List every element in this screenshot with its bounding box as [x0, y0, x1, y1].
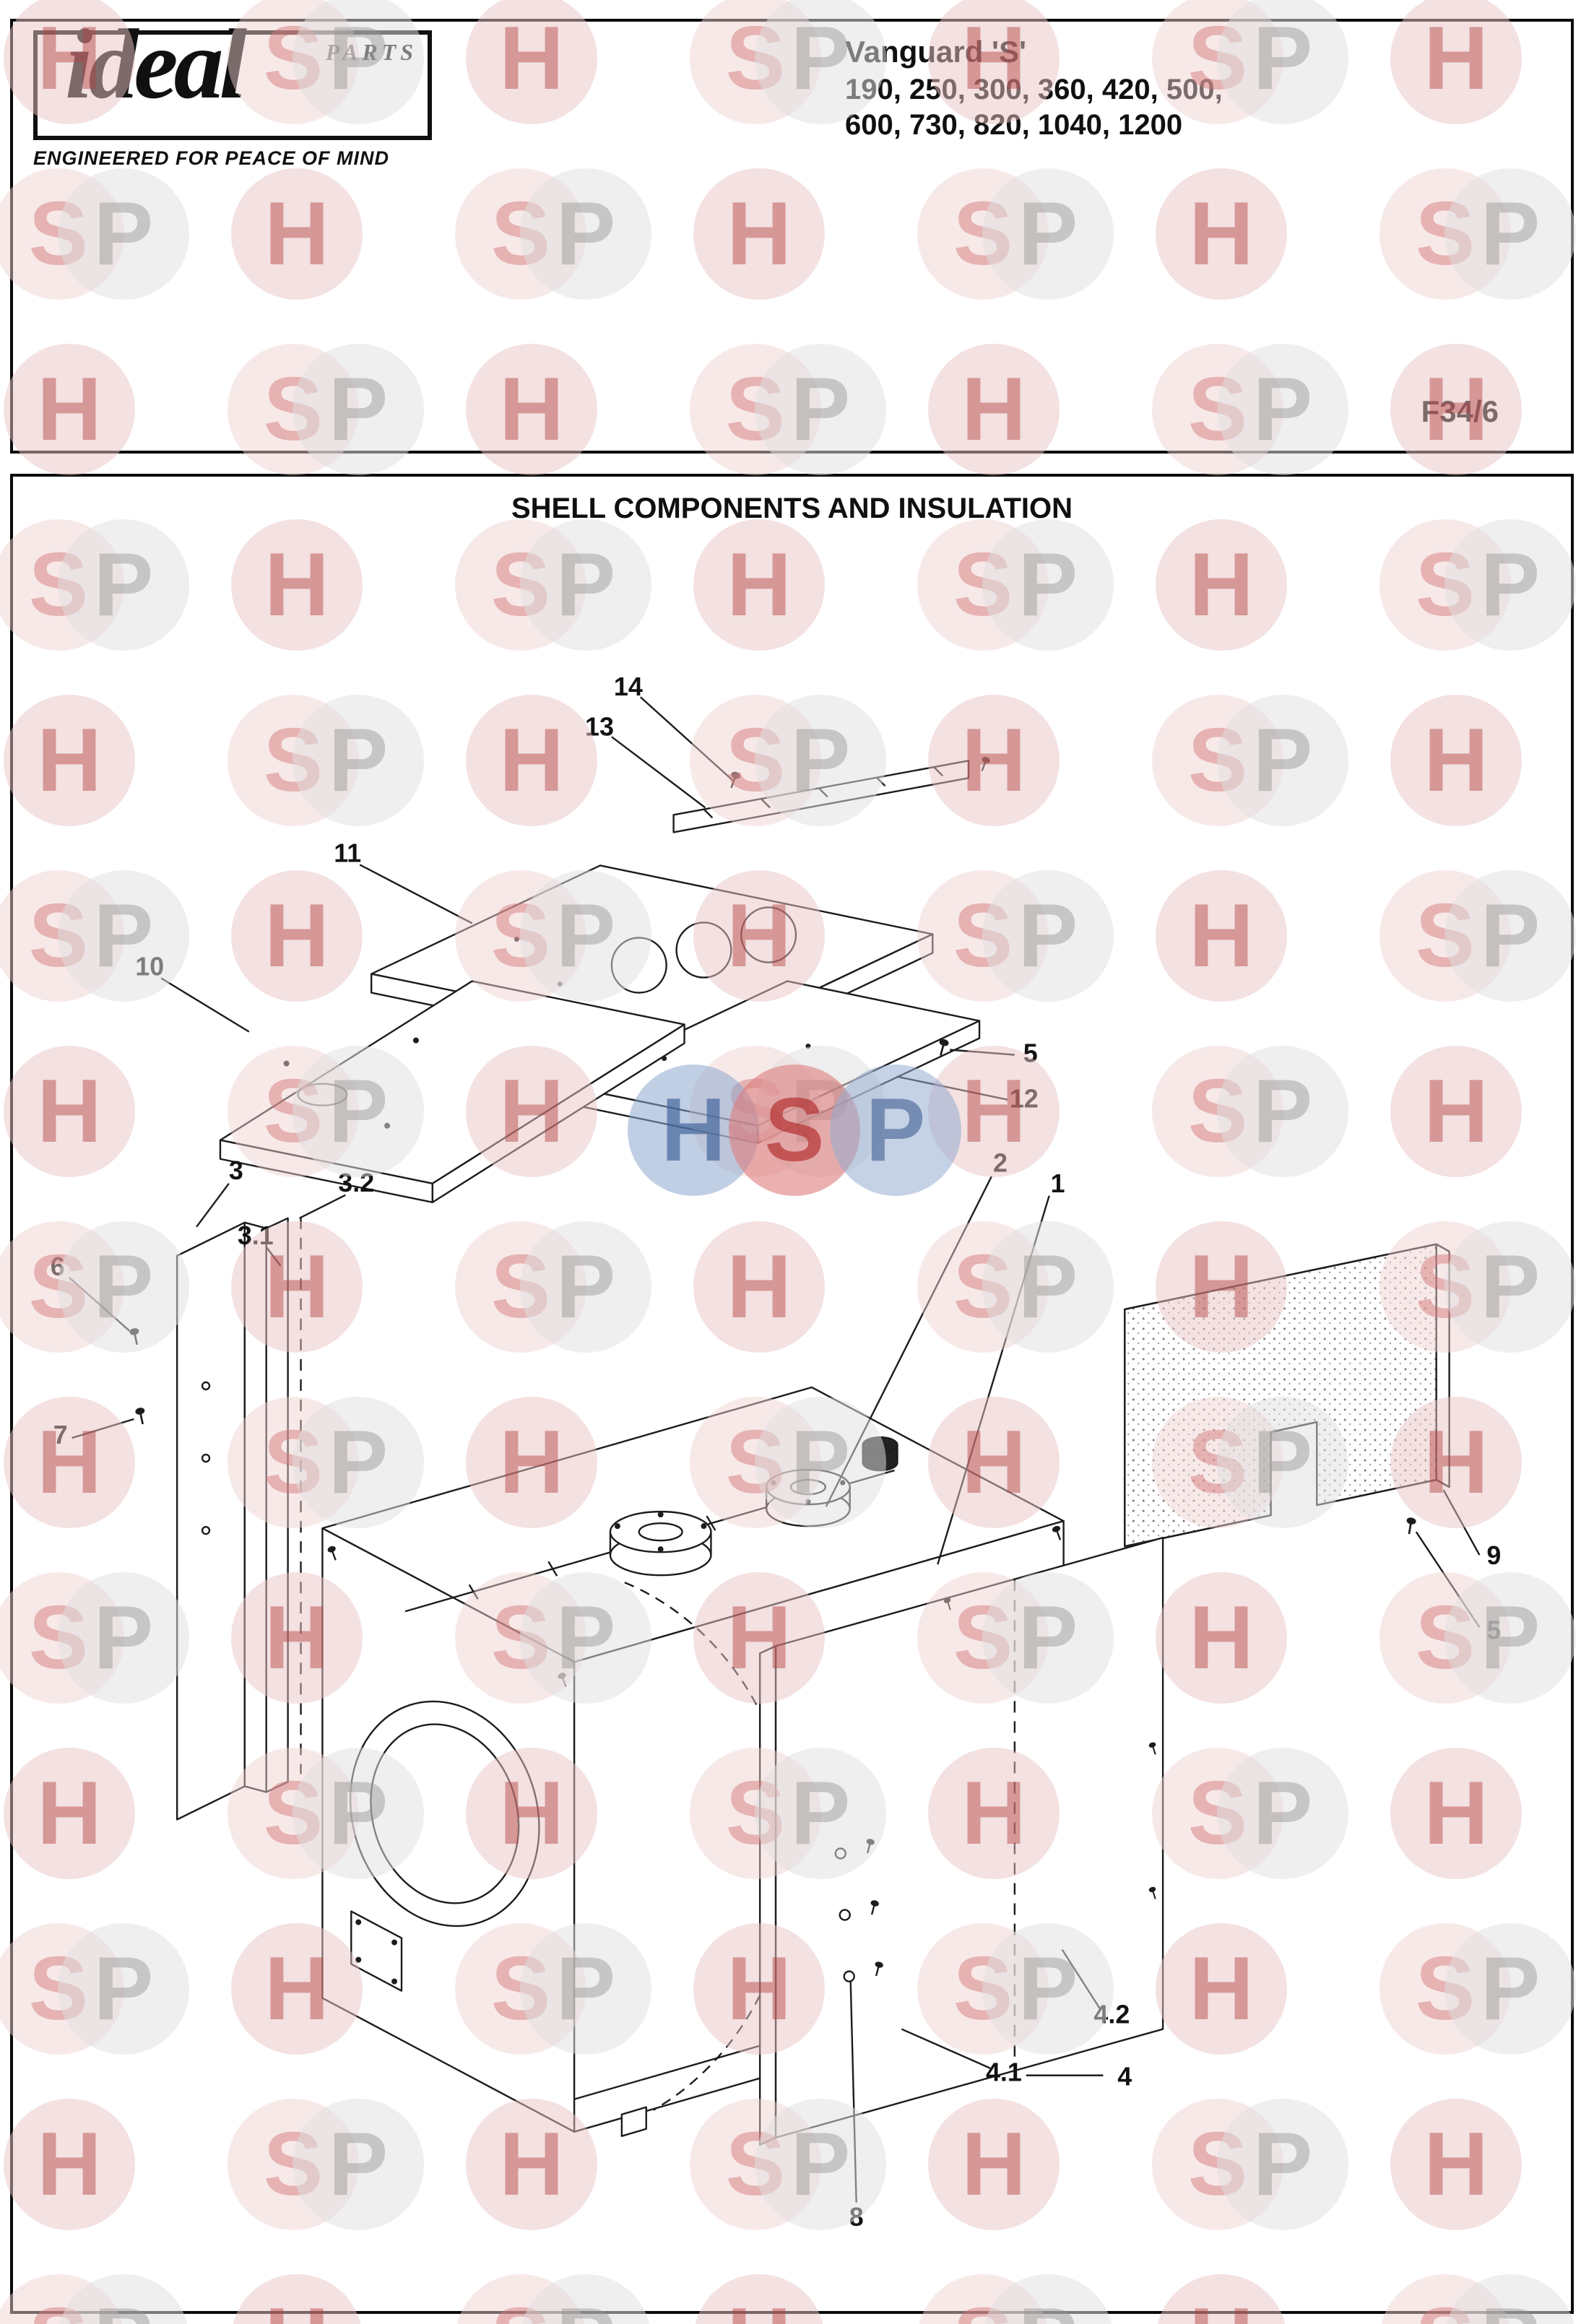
- model-name: Vanguard 'S': [845, 35, 1027, 69]
- header: ideal PARTS ENGINEERED FOR PEACE OF MIND…: [10, 14, 1574, 454]
- logo-parts-label: PARTS: [325, 39, 417, 65]
- part-3-side-panel: [129, 1217, 302, 1821]
- callout-7: 7: [53, 1420, 68, 1449]
- logo-tagline: ENGINEERED FOR PEACE OF MIND: [33, 147, 390, 169]
- stub-connection: [862, 1436, 898, 1472]
- callout-3-2: 3.2: [338, 1168, 374, 1197]
- diagram-title: SHELL COMPONENTS AND INSULATION: [511, 493, 1073, 524]
- callout-3: 3: [229, 1156, 243, 1185]
- callout-5-bottom: 5: [1486, 1615, 1501, 1644]
- callout-6: 6: [51, 1252, 65, 1281]
- ideal-logo: ideal PARTS ENGINEERED FOR PEACE OF MIND: [33, 14, 438, 170]
- part-7-screw: [134, 1406, 148, 1426]
- part-6-screw: [129, 1327, 142, 1347]
- callout-4-2: 4.2: [1093, 2000, 1130, 2029]
- callout-9: 9: [1486, 1540, 1501, 1570]
- sheet-reference: F34/6: [1421, 394, 1499, 428]
- callout-2: 2: [993, 1148, 1008, 1178]
- exploded-diagram: 1 2 3 3.1 3.2 4 4.1 4.2 5 5 6 7 8 9 10 1…: [51, 672, 1502, 2232]
- callout-11: 11: [334, 838, 361, 867]
- model-range-line-2: 600, 730, 820, 1040, 1200: [845, 108, 1183, 141]
- part-9-insulation-panel: [1124, 1243, 1450, 1548]
- callout-3-1: 3.1: [238, 1220, 274, 1250]
- callout-13: 13: [585, 711, 614, 741]
- callout-12: 12: [1010, 1084, 1039, 1114]
- callout-4: 4: [1117, 2062, 1132, 2091]
- callout-4-1: 4.1: [986, 2058, 1022, 2087]
- callout-10: 10: [135, 951, 164, 981]
- logo-box: ideal PARTS: [33, 14, 432, 140]
- callout-8: 8: [849, 2202, 864, 2232]
- flange-large: [609, 1510, 712, 1577]
- model-range-line-1: 190, 250, 300, 360, 420, 500,: [845, 74, 1223, 105]
- callout-14: 14: [614, 672, 643, 701]
- callout-5-top: 5: [1023, 1039, 1038, 1068]
- part-14-screw: [726, 770, 742, 791]
- callout-1: 1: [1051, 1168, 1065, 1198]
- part-13-top-strip: [672, 755, 992, 833]
- part-5-screw-bottom: [1404, 1517, 1417, 1536]
- model-info: Vanguard 'S' 190, 250, 300, 360, 420, 50…: [845, 35, 1223, 143]
- diagram-panel: SHELL COMPONENTS AND INSULATION: [10, 474, 1574, 2314]
- flange-small: [765, 1468, 851, 1527]
- logo-brand-text: ideal: [65, 9, 247, 119]
